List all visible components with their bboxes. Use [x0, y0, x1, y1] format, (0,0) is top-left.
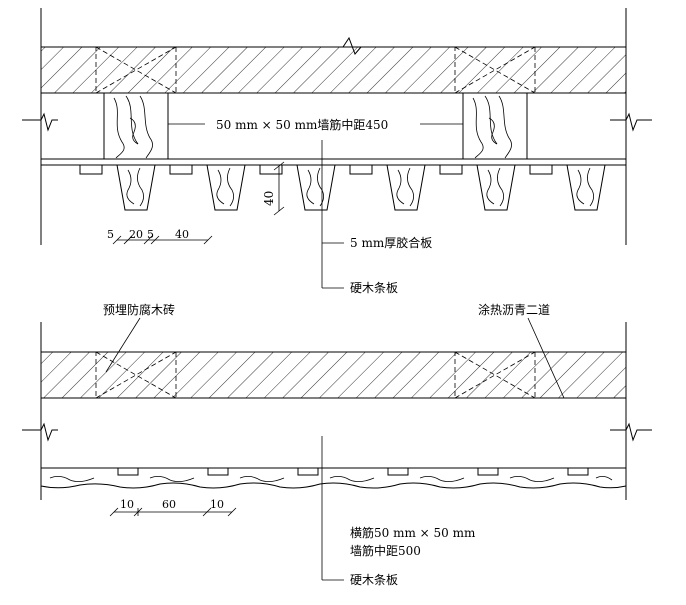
hardwood-strip: [116, 164, 156, 211]
upper-tongue-strips: [79, 164, 553, 175]
height-dim-tick-top: [273, 161, 285, 171]
lower-tongue-strips: [117, 467, 589, 476]
upper-joist-left: [103, 92, 169, 160]
upper-hardwood-strips: [116, 164, 606, 211]
hardwood-strip: [566, 164, 606, 211]
upper-width-dimensions: 5 20 5 40: [107, 228, 213, 245]
dim-label: 40: [175, 228, 189, 241]
lower-left-break: [22, 422, 58, 442]
bitumen-label: 涂热沥青二道: [478, 302, 550, 317]
upper-floor-label: 硬木条板: [350, 281, 398, 295]
upper-section: 50 mm × 50 mm墙筋中距450 5 mm厚胶合板 硬木条板 40 5 …: [22, 8, 652, 295]
dim-label: 60: [162, 498, 176, 511]
hardwood-strip: [476, 164, 516, 211]
lower-joist-label-2: 墙筋中距500: [350, 543, 421, 558]
lower-section: 预埋防腐木砖 涂热沥青二道: [22, 302, 652, 587]
lower-hardwood-floor: [40, 468, 627, 489]
dim-label: 10: [120, 498, 134, 511]
upper-wall-hatch: [40, 46, 627, 94]
lower-floor-label: 硬木条板: [350, 573, 398, 587]
hardwood-strip: [206, 164, 246, 211]
dim-label: 5: [107, 228, 114, 241]
lower-wood-brick-right: [454, 351, 536, 399]
upper-joist-label: 50 mm × 50 mm墙筋中距450: [216, 117, 388, 132]
lower-right-break: [610, 422, 652, 442]
height-dim-label: 40: [262, 191, 276, 206]
hardwood-strip: [386, 164, 426, 211]
left-brick-leader: [105, 317, 141, 373]
dim-label: 10: [210, 498, 224, 511]
upper-joist-right: [462, 92, 528, 160]
hardwood-strip: [296, 164, 336, 211]
dim-label: 5: [147, 228, 154, 241]
plywood-label: 5 mm厚胶合板: [350, 235, 432, 250]
lower-wood-grain: [49, 476, 613, 482]
bitumen-leader: [527, 317, 565, 399]
upper-right-break: [610, 112, 652, 132]
lower-width-dimensions: 10 60 10: [109, 498, 237, 517]
lower-wood-brick-left: [95, 351, 177, 399]
upper-break-symbol: [342, 36, 362, 55]
lower-wall-hatch: [40, 351, 627, 399]
embedded-brick-label: 预埋防腐木砖: [103, 302, 175, 317]
dim-label: 20: [129, 228, 143, 241]
height-dim-tick-bottom: [273, 206, 285, 216]
upper-left-break: [22, 112, 58, 132]
upper-wood-brick-left: [95, 46, 177, 94]
lower-joist-label-1: 横筋50 mm × 50 mm: [350, 525, 476, 540]
upper-wood-brick-right: [454, 46, 536, 94]
